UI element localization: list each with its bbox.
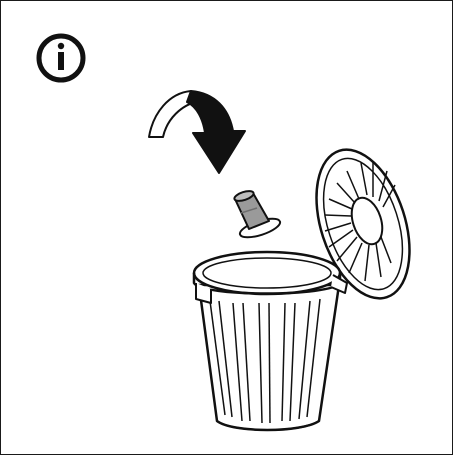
bin-body: [199, 285, 339, 430]
info-icon: [39, 36, 83, 80]
coffee-capsule-icon: [233, 189, 282, 241]
trash-bin-with-open-lid-icon: [194, 138, 427, 430]
curved-down-arrow-icon: [149, 91, 245, 173]
